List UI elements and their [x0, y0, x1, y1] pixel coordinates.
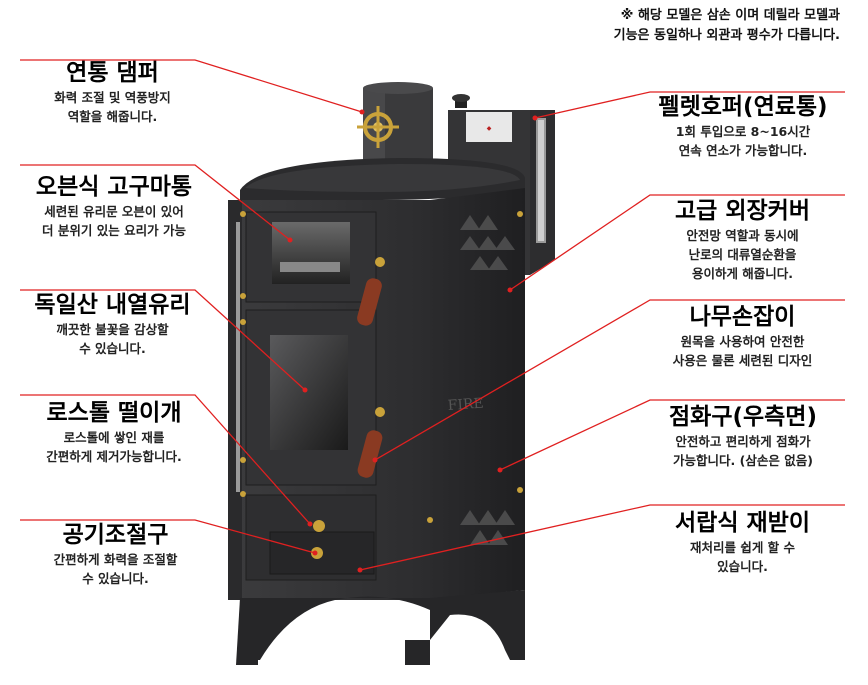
ash-shaker-knob-icon: [313, 520, 325, 532]
callout-outer-cover: 고급 외장커버 안전망 역할과 동시에 난로의 대류열순환을 용이하게 해줍니다…: [640, 196, 845, 283]
callout-title: 펠렛호퍼(연료통): [658, 94, 828, 120]
callout-oven: 오븐식 고구마통 세련된 유리문 오븐이 있어 더 분위기 있는 요리가 가능: [14, 172, 214, 240]
callout-desc: 더 분위기 있는 요리가 가능: [42, 223, 186, 238]
callout-desc: 난로의 대류열순환을: [688, 247, 797, 262]
chimney-pipe: [363, 82, 433, 166]
callout-desc: 연속 연소가 가능합니다.: [678, 143, 808, 158]
damper-wheel-icon: [357, 106, 399, 148]
top-plate: [240, 158, 525, 200]
callout-title: 공기조절구: [62, 522, 169, 548]
callout-title: 점화구(우측면): [669, 404, 817, 430]
callout-desc: 수 있습니다.: [79, 341, 146, 356]
ash-drawer: [245, 494, 377, 581]
model-note: ※ 해당 모델은 삼손 이며 데릴라 모델과 기능은 동일하나 외관과 평수가 …: [614, 6, 840, 46]
callout-desc: 안전하고 편리하게 점화가: [675, 434, 811, 449]
brand-logo-text: FIRE: [447, 396, 484, 414]
callout-desc: 가능합니다. (삼손은 없음): [673, 453, 813, 468]
model-note-line1: ※ 해당 모델은 삼손 이며 데릴라 모델과: [620, 8, 840, 23]
callout-title: 나무손잡이: [689, 304, 796, 330]
callout-air-control: 공기조절구 간편하게 화력을 조절할 수 있습니다.: [18, 520, 213, 588]
wood-handle-icon: [357, 257, 385, 478]
brass-bolts: [240, 211, 523, 523]
callout-title: 로스톨 떨이개: [46, 400, 182, 426]
svg-text:◆: ◆: [487, 125, 492, 132]
callout-wood-handle: 나무손잡이 원목을 사용하여 안전한 사용은 물론 세련된 디자인: [640, 302, 845, 370]
callout-desc: 깨끗한 불꽃을 감상할: [56, 322, 169, 337]
callout-desc: 재처리를 쉽게 할 수: [689, 540, 796, 555]
stove-legs: [236, 590, 525, 665]
callout-desc: 원목을 사용하여 안전한: [680, 334, 805, 349]
callout-title: 연통 댐퍼: [66, 60, 159, 86]
callout-chimney-damper: 연통 댐퍼 화력 조절 및 역풍방지 역할을 해줍니다.: [20, 58, 205, 126]
callout-desc: 로스톨에 쌓인 재를: [63, 430, 165, 445]
callout-desc: 있습니다.: [717, 559, 768, 574]
callout-title: 오븐식 고구마통: [35, 174, 193, 200]
callout-title: 서랍식 재받이: [675, 510, 810, 536]
fire-door: [245, 309, 377, 486]
oven-door: [245, 211, 377, 303]
model-note-line2: 기능은 동일하나 외관과 평수가 다릅니다.: [613, 28, 840, 43]
callout-desc: 역할을 해줍니다.: [67, 109, 158, 124]
callout-pellet-hopper: 펠렛호퍼(연료통) 1회 투입으로 8~16시간 연속 연소가 가능합니다.: [638, 92, 848, 160]
callout-desc: 용이하게 해줍니다.: [691, 266, 794, 281]
callout-desc: 화력 조절 및 역풍방지: [54, 90, 171, 105]
callout-ash-drawer: 서랍식 재받이 재처리를 쉽게 할 수 있습니다.: [640, 508, 845, 576]
callout-desc: 수 있습니다.: [82, 571, 149, 586]
callout-desc: 간편하게 화력을 조절할: [53, 552, 178, 567]
callout-desc: 사용은 물론 세련된 디자인: [672, 353, 813, 368]
callout-title: 독일산 내열유리: [34, 292, 191, 318]
leader-lines: [20, 59, 845, 571]
leader-dots: [287, 109, 538, 573]
callout-ash-shaker: 로스톨 떨이개 로스톨에 쌓인 재를 간편하게 제거가능합니다.: [14, 398, 214, 466]
callout-ignition-port: 점화구(우측면) 안전하고 편리하게 점화가 가능합니다. (삼손은 없음): [638, 402, 848, 470]
callout-desc: 세련된 유리문 오븐이 있어: [44, 204, 184, 219]
callout-title: 고급 외장커버: [675, 198, 810, 224]
callout-desc: 안전망 역할과 동시에: [686, 228, 799, 243]
callout-desc: 간편하게 제거가능합니다.: [46, 449, 182, 464]
callout-desc: 1회 투입으로 8~16시간: [675, 124, 811, 139]
callout-glass: 독일산 내열유리 깨끗한 불꽃을 감상할 수 있습니다.: [10, 290, 215, 358]
